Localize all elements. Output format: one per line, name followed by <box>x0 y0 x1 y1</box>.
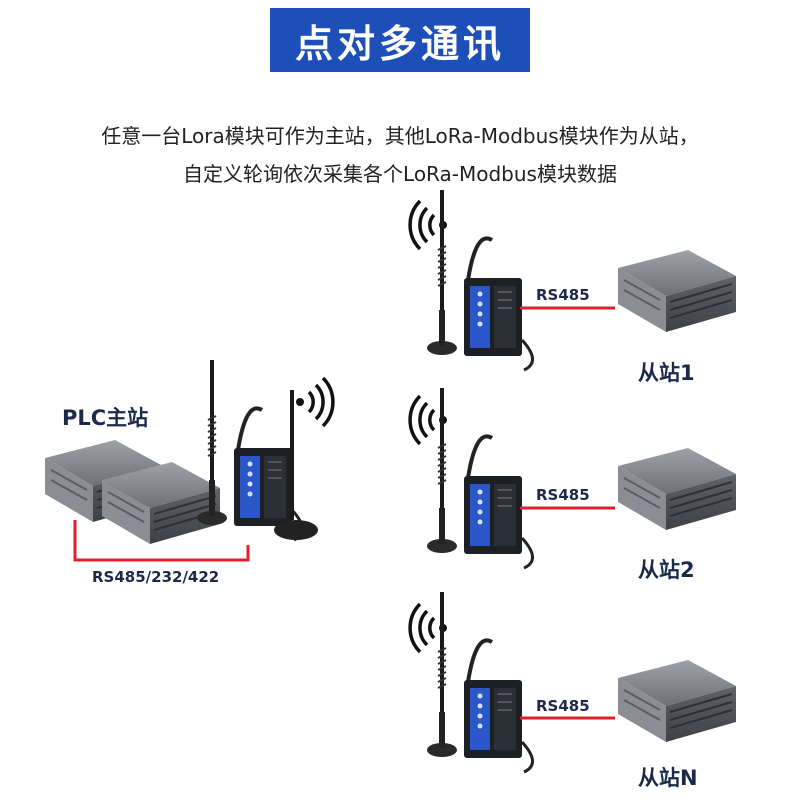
slave1-bus-label: RS485 <box>536 286 590 304</box>
master-lora-module <box>195 358 305 542</box>
slave2-label: 从站2 <box>638 558 695 582</box>
slave2-lora-module <box>425 386 535 570</box>
slave1-plc <box>617 249 737 333</box>
slaveN-bus-label: RS485 <box>536 697 590 715</box>
description-line-2: 自定义轮询依次采集各个LoRa-Modbus模块数据 <box>183 162 617 186</box>
master-antenna <box>274 390 318 540</box>
slave2-bus-label: RS485 <box>536 486 590 504</box>
master-plc-group <box>44 439 221 545</box>
slaveN-label: 从站N <box>638 766 698 790</box>
master-bus-label: RS485/232/422 <box>92 568 220 586</box>
slave2-plc <box>617 447 737 531</box>
slaveN-plc <box>617 659 737 743</box>
slaveN-lora-module <box>425 590 535 774</box>
description-line-1: 任意一台Lora模块可作为主站，其他LoRa-Modbus模块作为从站， <box>101 124 699 148</box>
master-bus-wire <box>73 520 250 562</box>
master-signal-icon <box>294 376 335 428</box>
master-label: PLC主站 <box>62 406 149 430</box>
page-title: 点对多通讯 <box>270 8 530 72</box>
slave1-lora-module <box>425 188 535 372</box>
slave1-label: 从站1 <box>638 361 695 385</box>
